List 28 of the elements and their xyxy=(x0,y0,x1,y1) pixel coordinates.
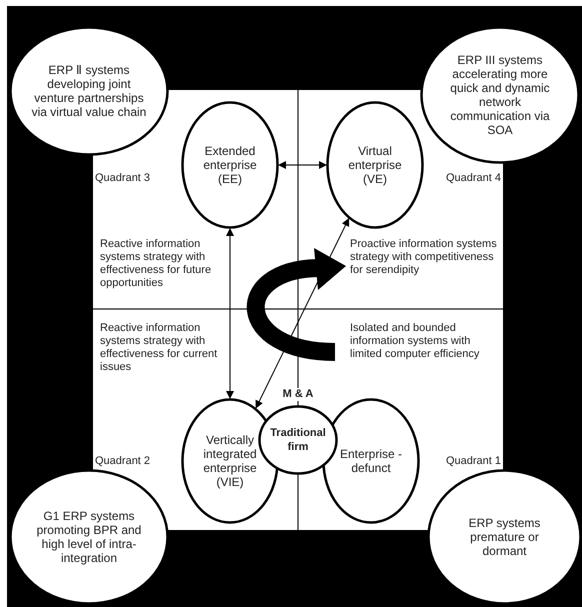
quadrant-label: Quadrant 2 xyxy=(95,455,152,468)
enterprise-ellipse xyxy=(181,101,279,229)
strategy-note: Reactive information systems strategy with effectiveness for future opportunities xyxy=(100,238,212,290)
arrow xyxy=(256,218,350,409)
node-text: ERP Ⅱ systems developing joint venture partnerships via virtual value chain xyxy=(30,63,148,119)
node-text: Vertically integrated enterprise (VIE) xyxy=(202,433,258,489)
strategy-note: Isolated and bounded information systems with limited computer efficiency xyxy=(350,322,480,361)
arrow xyxy=(278,161,327,169)
node-text: ERP III systems accelerating more quick and dynamic network communication via SOA xyxy=(449,53,551,137)
quadrant-label: Quadrant 1 xyxy=(444,455,501,468)
node-text: Traditional firm xyxy=(269,426,327,454)
quadrant-label: Quadrant 4 xyxy=(444,172,501,185)
system-ellipse xyxy=(9,26,169,156)
quadrant-label: Quadrant 3 xyxy=(95,172,152,185)
system-ellipse xyxy=(420,26,580,164)
node-text: ERP systems premature or dormant xyxy=(468,516,542,558)
arrow xyxy=(226,228,234,399)
strategy-note: Reactive information systems strategy with effectiveness for current issues xyxy=(100,322,218,374)
enterprise-ellipse xyxy=(326,101,424,229)
node-text: Enterprise -defunct xyxy=(338,447,404,475)
firm-ellipse xyxy=(258,405,338,475)
system-ellipse xyxy=(9,469,169,605)
system-ellipse xyxy=(427,469,582,605)
node-text: Extended enterprise (EE) xyxy=(202,144,258,186)
node-text: G1 ERP systems promoting BPR and high level of intra-integration xyxy=(36,509,142,565)
node-caption: M & A xyxy=(280,388,316,401)
node-text: Virtual enterprise (VE) xyxy=(347,144,403,186)
strategy-note: Proactive information systems strategy with competitiveness for serendipity xyxy=(350,238,498,277)
